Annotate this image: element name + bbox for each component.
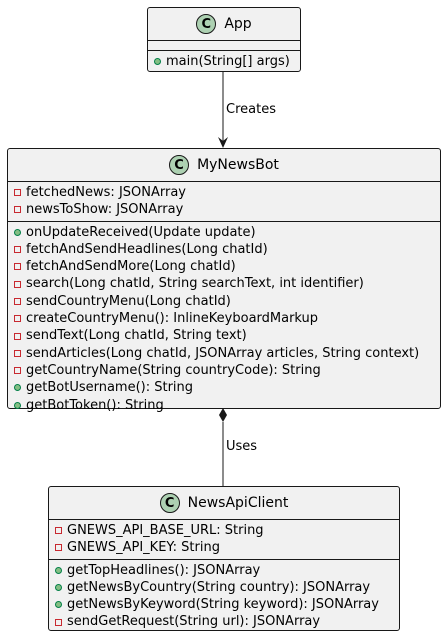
public-visibility-icon <box>14 384 21 392</box>
class-method: createCountryMenu(): InlineKeyboardMarku… <box>14 310 440 327</box>
private-visibility-icon <box>14 246 21 254</box>
public-visibility-icon <box>14 401 21 409</box>
class-method: getTopHeadlines(): JSONArray <box>55 562 399 579</box>
class-method: search(Long chatId, String searchText, i… <box>14 275 440 292</box>
method-text: getNewsByKeyword(String keyword): JSONAr… <box>67 597 379 613</box>
method-text: createCountryMenu(): InlineKeyboardMarku… <box>26 311 319 327</box>
uses-label: Uses <box>226 439 258 454</box>
private-visibility-icon <box>14 297 21 305</box>
class-method: onUpdateReceived(Update update) <box>14 224 440 241</box>
field-text: newsToShow: JSONArray <box>26 202 184 218</box>
method-text: main(String[] args) <box>166 54 290 69</box>
field-text: GNEWS_API_BASE_URL: String <box>67 523 264 538</box>
class-method: main(String[] args) <box>154 53 300 70</box>
class-name: NewsApiClient <box>187 495 289 511</box>
method-text: fetchAndSendMore(Long chatId) <box>26 259 236 275</box>
public-visibility-icon <box>14 228 21 236</box>
private-visibility-icon <box>14 349 21 357</box>
class-header: C MyNewsBot <box>8 149 440 182</box>
field-text: fetchedNews: JSONArray <box>26 185 187 200</box>
class-field: GNEWS_API_BASE_URL: String <box>55 522 399 539</box>
class-method: sendText(Long chatId, String text) <box>14 327 440 344</box>
class-field: fetchedNews: JSONArray <box>14 184 440 201</box>
class-method: fetchAndSendHeadlines(Long chatId) <box>14 241 440 258</box>
class-header: C App <box>148 8 300 41</box>
class-method: sendGetRequest(String url): JSONArray <box>55 613 399 630</box>
method-text: getTopHeadlines(): JSONArray <box>67 562 261 578</box>
method-text: fetchAndSendHeadlines(Long chatId) <box>26 241 268 257</box>
public-visibility-icon <box>55 566 62 574</box>
class-mynewsbot[interactable]: C MyNewsBot fetchedNews: JSONArray newsTo… <box>7 148 441 413</box>
private-visibility-icon <box>55 544 62 552</box>
method-text: getCountryName(String countryCode): Stri… <box>26 362 321 378</box>
private-visibility-icon <box>14 189 21 197</box>
class-method: sendArticles(Long chatId, JSONArray arti… <box>14 345 440 362</box>
class-method: getNewsByCountry(String country): JSONAr… <box>55 579 399 596</box>
class-method: getBotUsername(): String <box>14 379 440 396</box>
class-name: MyNewsBot <box>197 157 279 173</box>
method-text: getNewsByCountry(String country): JSONAr… <box>67 579 371 595</box>
class-header: C NewsApiClient <box>49 487 399 520</box>
class-field: newsToShow: JSONArray <box>14 201 440 218</box>
class-name: App <box>224 16 252 32</box>
private-visibility-icon <box>55 618 62 626</box>
method-text: getBotUsername(): String <box>26 380 194 396</box>
private-visibility-icon <box>14 332 21 340</box>
creates-arrowhead <box>218 137 228 148</box>
methods-section: main(String[] args) <box>148 50 300 72</box>
method-text: getBotToken(): String <box>26 397 164 413</box>
creates-label: Creates <box>226 102 276 117</box>
class-method: getCountryName(String countryCode): Stri… <box>14 362 440 379</box>
fields-section: fetchedNews: JSONArray newsToShow: JSONAr… <box>8 182 440 221</box>
method-text: search(Long chatId, String searchText, i… <box>26 276 364 292</box>
composition-diamond <box>219 408 227 422</box>
public-visibility-icon <box>55 601 62 609</box>
class-stereotype-icon: C <box>159 493 180 513</box>
method-text: onUpdateReceived(Update update) <box>26 224 256 240</box>
field-text: GNEWS_API_KEY: String <box>67 540 220 556</box>
class-method: sendCountryMenu(Long chatId) <box>14 293 440 310</box>
private-visibility-icon <box>14 263 21 271</box>
class-stereotype-icon: C <box>169 155 190 175</box>
method-text: sendCountryMenu(Long chatId) <box>26 293 231 309</box>
class-method: getNewsByKeyword(String keyword): JSONAr… <box>55 596 399 613</box>
class-stereotype-icon: C <box>196 14 217 34</box>
public-visibility-icon <box>55 584 62 592</box>
public-visibility-icon <box>154 58 161 66</box>
private-visibility-icon <box>55 527 62 535</box>
private-visibility-icon <box>14 315 21 323</box>
method-text: sendGetRequest(String url): JSONArray <box>67 614 321 630</box>
private-visibility-icon <box>14 280 21 288</box>
private-visibility-icon <box>14 206 21 214</box>
class-app[interactable]: C App main(String[] args) <box>147 7 301 72</box>
fields-section <box>148 41 300 50</box>
class-method: getBotToken(): String <box>14 397 440 414</box>
class-method: fetchAndSendMore(Long chatId) <box>14 258 440 275</box>
class-field: GNEWS_API_KEY: String <box>55 539 399 556</box>
method-text: sendArticles(Long chatId, JSONArray arti… <box>26 345 420 361</box>
methods-section: onUpdateReceived(Update update)fetchAndS… <box>8 220 440 416</box>
class-newsapiclient[interactable]: C NewsApiClient GNEWS_API_BASE_URL: Stri… <box>48 486 400 631</box>
private-visibility-icon <box>14 367 21 375</box>
method-text: sendText(Long chatId, String text) <box>26 328 247 344</box>
